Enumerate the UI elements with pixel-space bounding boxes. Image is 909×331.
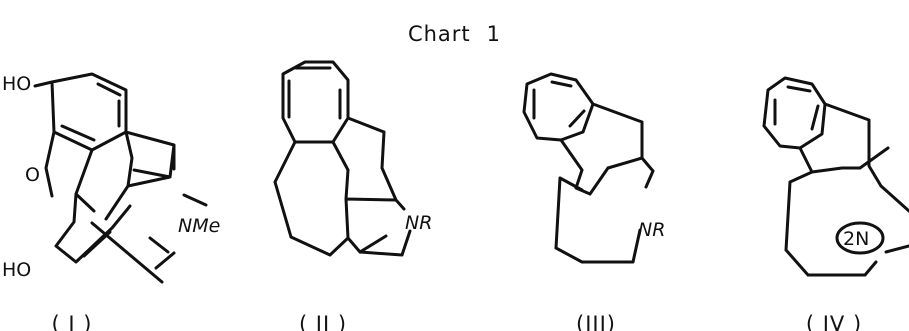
structure-iv: 2N ( IV ) xyxy=(762,76,909,331)
structure-iv-label: ( IV ) xyxy=(806,312,862,331)
structure-ii: NR ( II ) xyxy=(273,60,432,331)
chart-title-number: 1 xyxy=(486,22,502,46)
structure-ii-nitrogen: NR xyxy=(405,212,432,234)
structure-i-nitrogen: NMe xyxy=(178,215,220,237)
structure-i: HO O NMe HO ( I ) xyxy=(2,72,220,331)
chart-title: Chart 1 xyxy=(0,22,909,46)
structure-iv-nitrogen: 2N xyxy=(843,228,869,250)
structure-iii-bonds xyxy=(522,72,655,264)
structure-ii-label: ( II ) xyxy=(299,312,347,331)
structure-i-ring-oxygen: O xyxy=(25,164,40,186)
structure-ii-bonds xyxy=(273,60,412,257)
structure-iii: NR (III) xyxy=(522,72,665,331)
chart-title-word: Chart xyxy=(407,22,471,46)
structure-iii-label: (III) xyxy=(576,312,616,331)
structure-i-label: ( I ) xyxy=(52,312,93,331)
structure-i-bottom-oh: HO xyxy=(2,259,31,281)
structure-i-top-oh: HO xyxy=(2,73,31,95)
structure-i-bonds xyxy=(33,72,208,284)
structure-iv-bonds xyxy=(762,76,909,277)
structure-iii-nitrogen: NR xyxy=(638,219,665,241)
structure-iv-n-circle xyxy=(835,221,885,255)
